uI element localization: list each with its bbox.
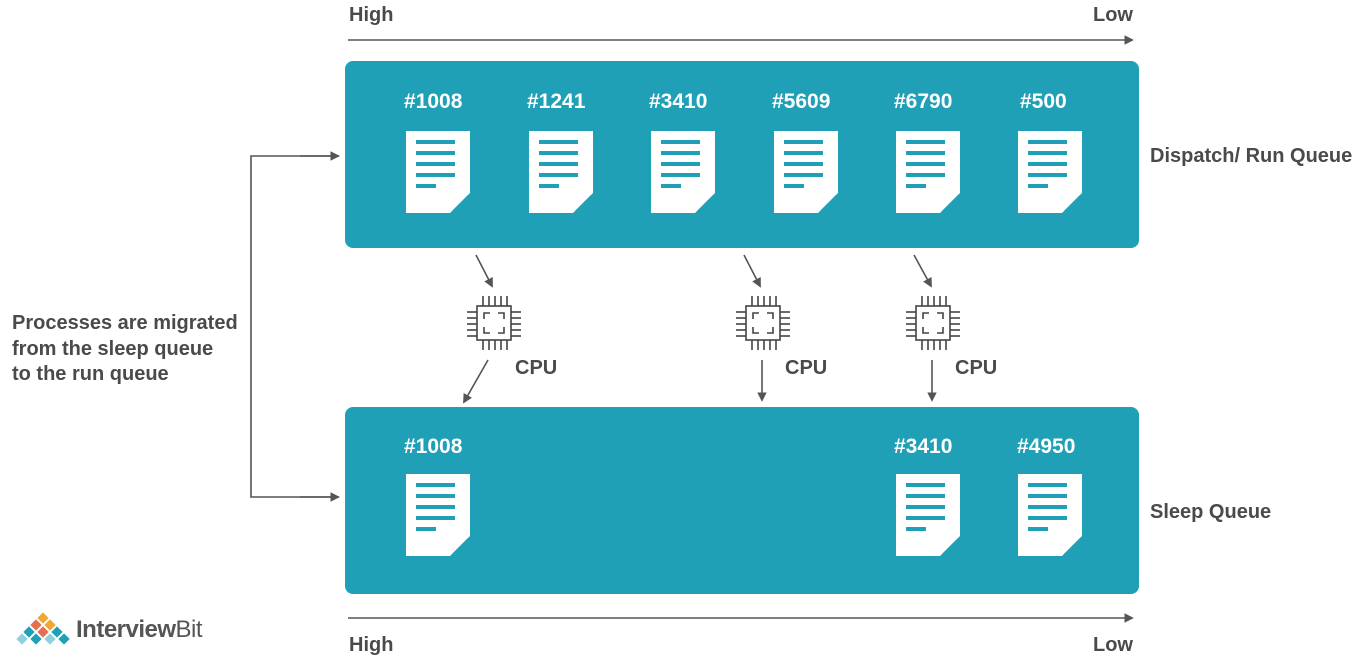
sleep-process-id: #4950 xyxy=(1017,435,1076,458)
document-icon xyxy=(529,131,593,213)
run-process-id: #5609 xyxy=(772,90,831,113)
top-high-label: High xyxy=(349,4,394,26)
sleep-queue-label: Sleep Queue xyxy=(1150,501,1272,523)
run-process-id: #1241 xyxy=(527,90,586,113)
migration-bracket xyxy=(250,155,339,498)
logo-text: InterviewBit xyxy=(76,616,203,643)
cpu-chip-icon xyxy=(465,294,523,352)
run-process-id: #3410 xyxy=(649,90,708,113)
document-icon xyxy=(406,474,470,556)
cpu-label: CPU xyxy=(515,357,558,379)
document-icon xyxy=(1018,131,1082,213)
interviewbit-logo: InterviewBit xyxy=(14,610,203,650)
dispatch-arrow xyxy=(913,254,932,288)
run-queue-label: Dispatch/ Run Queue xyxy=(1150,145,1353,167)
document-icon xyxy=(651,131,715,213)
logo-mark-icon xyxy=(16,612,70,645)
cpu-chip-icon xyxy=(904,294,962,352)
run-process-id: #500 xyxy=(1020,90,1067,113)
sleep-queue-box xyxy=(345,407,1139,594)
cpu-chip-icon xyxy=(734,294,792,352)
document-icon xyxy=(774,131,838,213)
run-queue-box xyxy=(345,61,1139,248)
document-icon xyxy=(1018,474,1082,556)
document-icon xyxy=(406,131,470,213)
cpu-label: CPU xyxy=(955,357,998,379)
document-icon xyxy=(896,474,960,556)
document-icon xyxy=(896,131,960,213)
run-process-id: #6790 xyxy=(894,90,953,113)
migration-note: Processes are migrated from the sleep qu… xyxy=(12,312,238,385)
sleep-process-id: #1008 xyxy=(404,435,463,458)
bottom-low-label: Low xyxy=(1093,634,1133,656)
run-process-id: #1008 xyxy=(404,90,463,113)
dispatch-arrow xyxy=(475,254,493,288)
top-low-label: Low xyxy=(1093,4,1133,26)
sleep-process-id: #3410 xyxy=(894,435,953,458)
cpu-label: CPU xyxy=(785,357,828,379)
bottom-high-label: High xyxy=(349,634,394,656)
sleep-arrow xyxy=(463,359,489,404)
dispatch-arrow xyxy=(743,254,761,288)
